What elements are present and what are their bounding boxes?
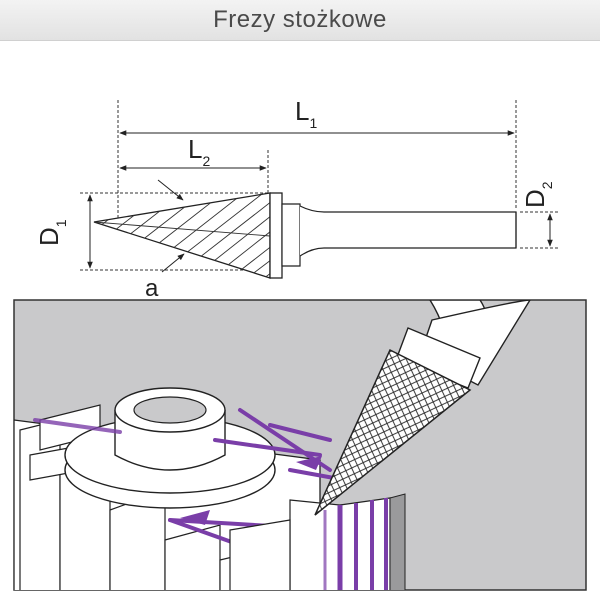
extension-lines [80,100,558,271]
purple-arrows [180,456,322,525]
l1-label: L1 [295,96,317,131]
d1-label: D1 [34,219,69,246]
angle-label: a [145,275,159,302]
d2-label: D2 [520,181,555,208]
usage-illustration [13,299,587,591]
dimension-labels: L1 L2 a D1 D2 [34,96,555,302]
cutter-tool-in-use [314,300,531,516]
dimension-arrows [87,130,553,273]
angle-arrow-lower [161,253,185,273]
right-vertical-fins [229,493,406,590]
hub-hole [133,396,207,424]
angle-arrow-upper [157,179,184,201]
tool-collar [395,327,481,389]
title-bar: Frezy stożkowe [0,0,600,41]
l2-label: L2 [188,134,210,169]
page-title: Frezy stożkowe [213,6,387,33]
tool-cone-knurled [314,348,472,516]
cone-cutter-profile [93,192,517,279]
